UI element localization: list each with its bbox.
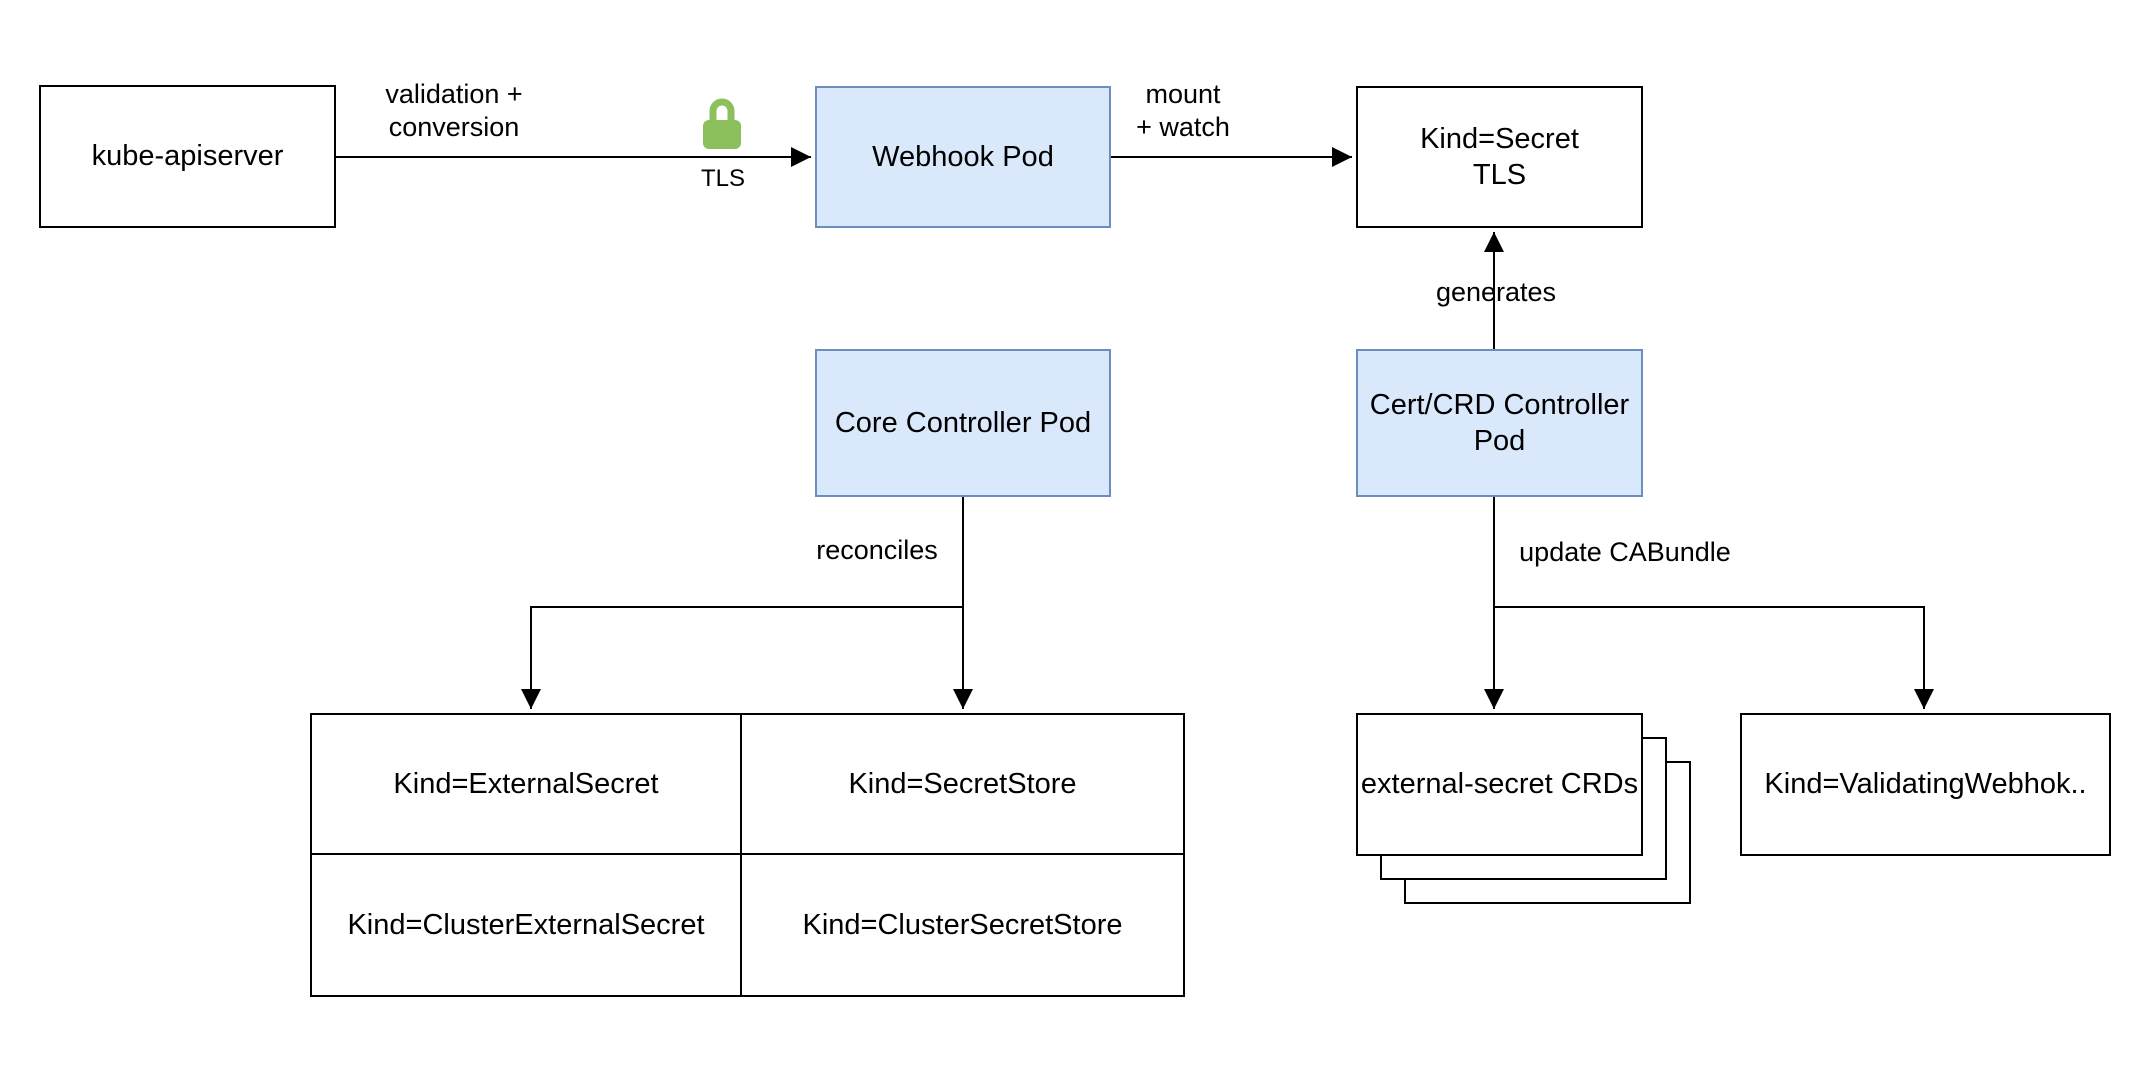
node-kind-secret-tls: Kind=Secret TLS	[1356, 86, 1643, 228]
edge-label-mount-line1: mount	[1145, 79, 1221, 109]
node-external-secret-crds: external-secret CRDs	[1356, 713, 1643, 856]
arrow-reconciles-externalsecret	[521, 606, 963, 709]
node-kube-apiserver-label: kube-apiserver	[91, 140, 284, 173]
edge-label-mount-line2: + watch	[1136, 111, 1230, 142]
node-webhook-pod-label: Webhook Pod	[872, 140, 1054, 173]
node-kube-apiserver: kube-apiserver	[39, 85, 336, 228]
node-validating-webhook: Kind=ValidatingWebhok..	[1740, 713, 2111, 856]
node-validating-webhook-label: Kind=ValidatingWebhok..	[1764, 768, 2087, 801]
node-kind-secret-tls-line2: TLS	[1472, 159, 1527, 191]
node-cert-crd-controller-pod-line2: Pod	[1473, 425, 1526, 457]
node-cert-crd-controller-pod: Cert/CRD Controller Pod	[1356, 349, 1643, 497]
node-core-controller-pod: Core Controller Pod	[815, 349, 1111, 497]
edge-label-validation-conversion: validation + conversion	[334, 78, 574, 144]
table-cell-clustersecretstore: Kind=ClusterSecretStore	[802, 908, 1123, 941]
table-cell-secretstore: Kind=SecretStore	[742, 715, 1183, 855]
crd-kinds-table: Kind=ExternalSecret Kind=SecretStore Kin…	[310, 713, 1185, 997]
tls-lock-icon	[700, 95, 744, 152]
edge-label-tls: TLS	[700, 165, 745, 192]
edge-label-validation-line2: conversion	[388, 111, 520, 142]
table-cell-externalsecret: Kind=ExternalSecret	[312, 715, 742, 855]
edge-label-generates: generates	[1435, 277, 1557, 307]
node-kind-secret-tls-line1: Kind=Secret	[1420, 122, 1579, 155]
edge-label-mount-watch: mount + watch	[1083, 78, 1283, 144]
node-external-secret-crds-label: external-secret CRDs	[1360, 768, 1639, 801]
arrow-update-validatingwebhook	[1494, 606, 1934, 709]
edge-label-update-cabundle: update CABundle	[1519, 537, 1731, 567]
table-cell-clusterexternalsecret: Kind=ClusterExternalSecret	[312, 855, 742, 995]
edge-label-reconciles: reconciles	[816, 535, 938, 565]
node-cert-crd-controller-pod-line1: Cert/CRD Controller	[1369, 388, 1630, 421]
edge-label-validation-line1: validation +	[385, 79, 523, 109]
node-webhook-pod: Webhook Pod	[815, 86, 1111, 228]
node-core-controller-pod-label: Core Controller Pod	[834, 406, 1092, 439]
